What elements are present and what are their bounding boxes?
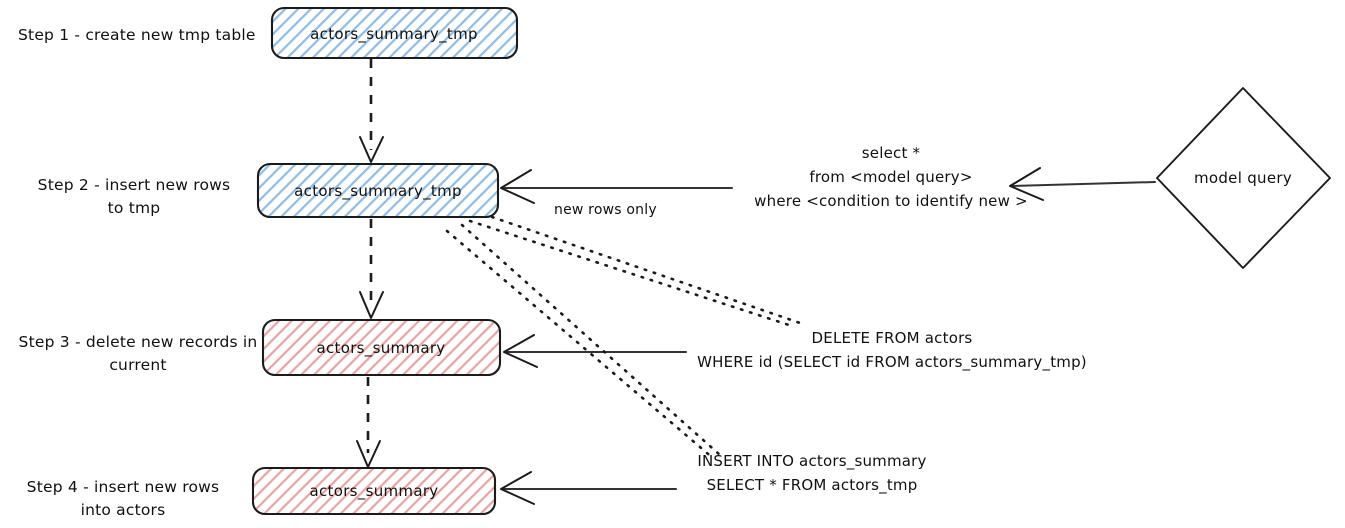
box2-label: actors_summary_tmp: [294, 182, 462, 201]
box-actors-summary-4[interactable]: actors_summary: [251, 466, 497, 516]
insert-sql-line1: INSERT INTO actors_summary: [697, 452, 926, 471]
box-actors-summary-3[interactable]: actors_summary: [261, 318, 502, 377]
step-label-2: Step 2 - insert new rows to tmp: [38, 176, 231, 217]
annotation-model-query-sql: select * from <model query> where <condi…: [754, 144, 1028, 210]
step-label-4: Step 4 - insert new rows into actors: [27, 478, 220, 519]
box1-shape: [270, 6, 519, 60]
step2-label-line2: to tmp: [108, 199, 161, 217]
flow-arrow-step2-to-step3: [359, 219, 384, 319]
box-actors-summary-tmp-2[interactable]: actors_summary_tmp: [256, 162, 500, 219]
step-label-1: Step 1 - create new tmp table: [18, 26, 256, 44]
model-sql-line1: select *: [862, 144, 921, 162]
step1-label-line1: Step 1 - create new tmp table: [18, 26, 256, 44]
leader-tmp-to-insert-sql-2: [445, 229, 716, 461]
step4-label-line2: into actors: [81, 501, 166, 519]
box2-shape: [256, 162, 500, 219]
annotation-delete-sql: DELETE FROM actors WHERE id (SELECT id F…: [697, 329, 1087, 372]
delete-sql-line2: WHERE id (SELECT id FROM actors_summary_…: [697, 353, 1087, 372]
box3-label: actors_summary: [317, 339, 446, 358]
delete-sql-line1: DELETE FROM actors: [812, 329, 973, 347]
box4-label: actors_summary: [310, 482, 439, 501]
annotation-new-rows-only: new rows only: [554, 202, 657, 218]
step-label-3: Step 3 - delete new records in current: [19, 333, 258, 374]
box4-shape: [251, 466, 497, 516]
arrow-model-query-to-tmp: [1009, 167, 1156, 201]
model-query-diamond: [1156, 87, 1331, 269]
model-query-label: model query: [1194, 169, 1292, 187]
insert-sql-line2: SELECT * FROM actors_tmp: [707, 476, 918, 495]
step2-label-line1: Step 2 - insert new rows: [38, 176, 231, 194]
box3-shape: [261, 318, 502, 377]
leader-tmp-to-insert-sql: [460, 223, 722, 457]
arrow-new-rows-to-tmp: [500, 169, 733, 204]
step4-label-line1: Step 4 - insert new rows: [27, 478, 220, 496]
arrow-insert-to-actors-summary: [500, 471, 677, 505]
flow-arrow-step3-to-step4: [356, 377, 381, 468]
model-sql-line3: where <condition to identify new >: [754, 192, 1028, 210]
step3-label-line1: Step 3 - delete new records in: [19, 333, 258, 351]
arrow-delete-to-actors-summary: [503, 334, 687, 368]
flow-arrow-step1-to-step2: [359, 59, 384, 163]
node-model-query[interactable]: model query: [1156, 87, 1331, 269]
box-actors-summary-tmp-1[interactable]: actors_summary_tmp: [270, 6, 519, 60]
step3-label-line2: current: [109, 356, 166, 374]
model-sql-line2: from <model query>: [809, 168, 972, 186]
leader-tmp-to-delete-sql: [490, 215, 802, 325]
annotation-insert-sql: INSERT INTO actors_summary SELECT * FROM…: [697, 452, 926, 495]
box1-label: actors_summary_tmp: [310, 25, 478, 44]
leader-tmp-to-delete-sql-2: [468, 219, 797, 329]
